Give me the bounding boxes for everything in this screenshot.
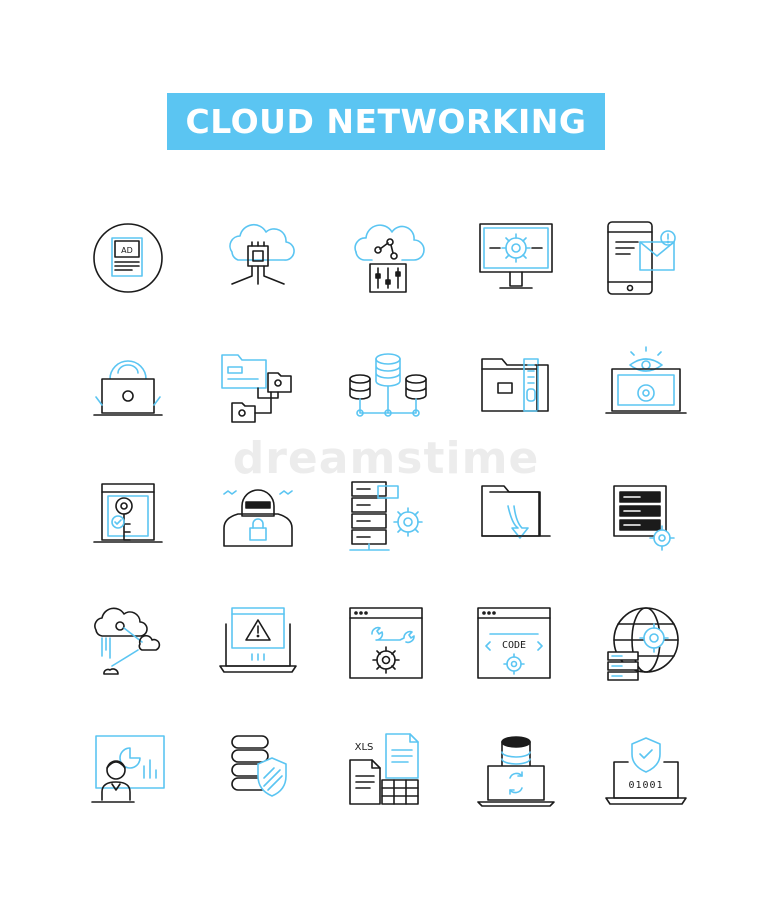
- laptop-warning-icon: [212, 600, 304, 692]
- folder-download-icon: [470, 476, 562, 568]
- presenter-analytics-icon: [82, 726, 174, 818]
- folder-archive-icon: [470, 343, 562, 435]
- database-network-icon: [342, 343, 434, 435]
- cloud-connection-icon: [82, 600, 174, 692]
- phone-notification-icon: [600, 212, 692, 304]
- browser-code-icon: CODE: [470, 600, 562, 692]
- laptop-database-sync-icon: [470, 726, 562, 818]
- laptop-eye-gear-icon: [600, 343, 692, 435]
- server-rack-gear-icon: [600, 476, 692, 568]
- title-banner: CLOUD NETWORKING: [167, 93, 605, 150]
- laptop-shield-binary-icon: 01001: [600, 726, 692, 818]
- advertising-document-icon: AD: [82, 212, 174, 304]
- monitor-gear-icon: [470, 212, 562, 304]
- hacker-lock-icon: [212, 476, 304, 568]
- globe-server-icon: [600, 600, 692, 692]
- database-shield-icon: [212, 726, 304, 818]
- cloud-chip-icon: [212, 212, 304, 304]
- ad-label: AD: [121, 246, 133, 255]
- browser-tools-icon: [342, 600, 434, 692]
- folder-network-icon: [212, 343, 304, 435]
- spreadsheet-files-icon: XLS: [342, 726, 434, 818]
- binary-label: 01001: [628, 780, 663, 791]
- code-label: CODE: [502, 640, 526, 651]
- page-title: CLOUD NETWORKING: [185, 102, 587, 141]
- cloud-network-settings-icon: [342, 212, 434, 304]
- user-key-security-icon: [82, 476, 174, 568]
- server-gear-icon: [342, 476, 434, 568]
- xls-label: XLS: [355, 742, 374, 753]
- hacker-laptop-icon: [82, 343, 174, 435]
